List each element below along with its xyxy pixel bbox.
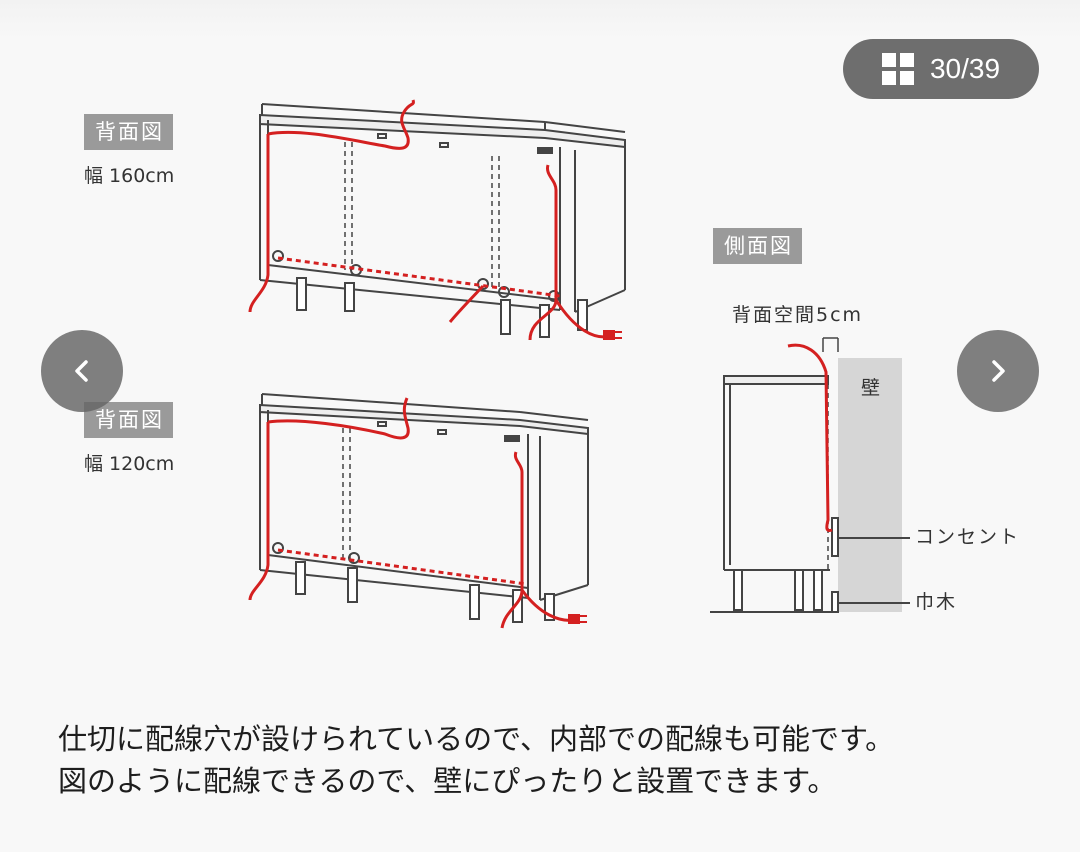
rear-view-tag-160: 背面図 xyxy=(84,114,173,150)
back-space-label: 背面空間5cm xyxy=(732,304,864,326)
image-counter-button[interactable]: 30/39 xyxy=(843,39,1039,99)
next-image-button[interactable] xyxy=(957,330,1039,412)
cable-160 xyxy=(248,99,611,341)
plug-icon-120 xyxy=(568,614,587,624)
wall-label: 壁 xyxy=(861,377,883,399)
cabinet-160-drawing xyxy=(259,103,626,338)
plug-icon-160 xyxy=(603,330,622,340)
width-120-label: 幅 120cm xyxy=(84,453,175,475)
side-view-tag: 側面図 xyxy=(713,228,802,264)
width-160-label: 幅 160cm xyxy=(84,165,175,187)
rear-view-tag-120: 背面図 xyxy=(84,402,173,438)
wiring-diagram xyxy=(248,99,910,629)
caption-line-2: 図のように配線できるので、壁にぴったりと設置できます。 xyxy=(58,764,837,798)
chevron-right-icon xyxy=(992,360,1005,382)
image-caption: 仕切に配線穴が設けられているので、内部での配線も可能です。 図のように配線できる… xyxy=(58,718,1038,802)
image-counter-text: 30/39 xyxy=(929,53,1001,84)
chevron-left-icon xyxy=(75,360,88,382)
grid-icon xyxy=(881,53,914,85)
cabinet-120-drawing xyxy=(259,393,589,623)
side-view-drawing xyxy=(710,337,910,613)
baseboard-label: 巾木 xyxy=(915,591,958,613)
product-figure: 背面図 幅 160cm 背面図 幅 120cm 側面図 背面空間5cm 壁 コン… xyxy=(84,99,1021,629)
caption-line-1: 仕切に配線穴が設けられているので、内部での配線も可能です。 xyxy=(58,722,895,756)
outlet-label: コンセント xyxy=(915,526,1021,548)
previous-image-button[interactable] xyxy=(41,330,123,412)
